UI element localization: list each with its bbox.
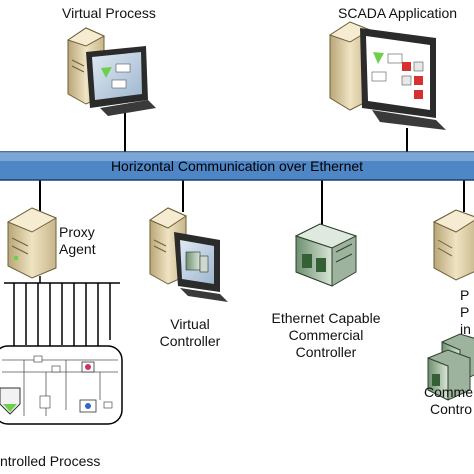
eth-controller-label-line3: Controller — [295, 344, 357, 360]
scada-label: SCADA Application — [338, 5, 458, 21]
virtual-process-workstation-icon — [66, 27, 156, 116]
process-plant-icon — [0, 345, 123, 425]
plc-module-icon — [294, 223, 358, 287]
virtual-process-label: Virtual Process — [62, 5, 156, 21]
virtual-controller-workstation-icon — [148, 207, 228, 302]
right-plc-modules-icon — [427, 333, 474, 401]
right-comm-label-line2: Contro — [430, 401, 473, 417]
bus-label: Horizontal Communication over Ethernet — [110, 158, 364, 174]
eth-controller-label-line1: Ethernet Capable — [271, 310, 381, 326]
connector-lines — [39, 108, 465, 225]
right-label-line2: P — [460, 304, 470, 320]
right-label-line1: P — [460, 287, 470, 303]
right-server-icon — [432, 209, 474, 281]
virtual-controller-label-line1: Virtual — [170, 316, 210, 332]
scada-workstation-icon — [328, 21, 446, 130]
controlled-process-label: ntrolled Process — [0, 453, 101, 469]
ethernet-bus — [0, 151, 474, 181]
proxy-agent-server-icon — [6, 207, 58, 279]
eth-controller-label-line2: Commercial — [288, 327, 364, 343]
proxy-label-line1: Proxy — [59, 224, 95, 240]
virtual-controller-label-line2: Controller — [159, 333, 221, 349]
right-comm-label-line1: Comme — [424, 384, 474, 400]
proxy-label-line2: Agent — [59, 241, 96, 257]
right-label-line3: in — [460, 321, 471, 337]
